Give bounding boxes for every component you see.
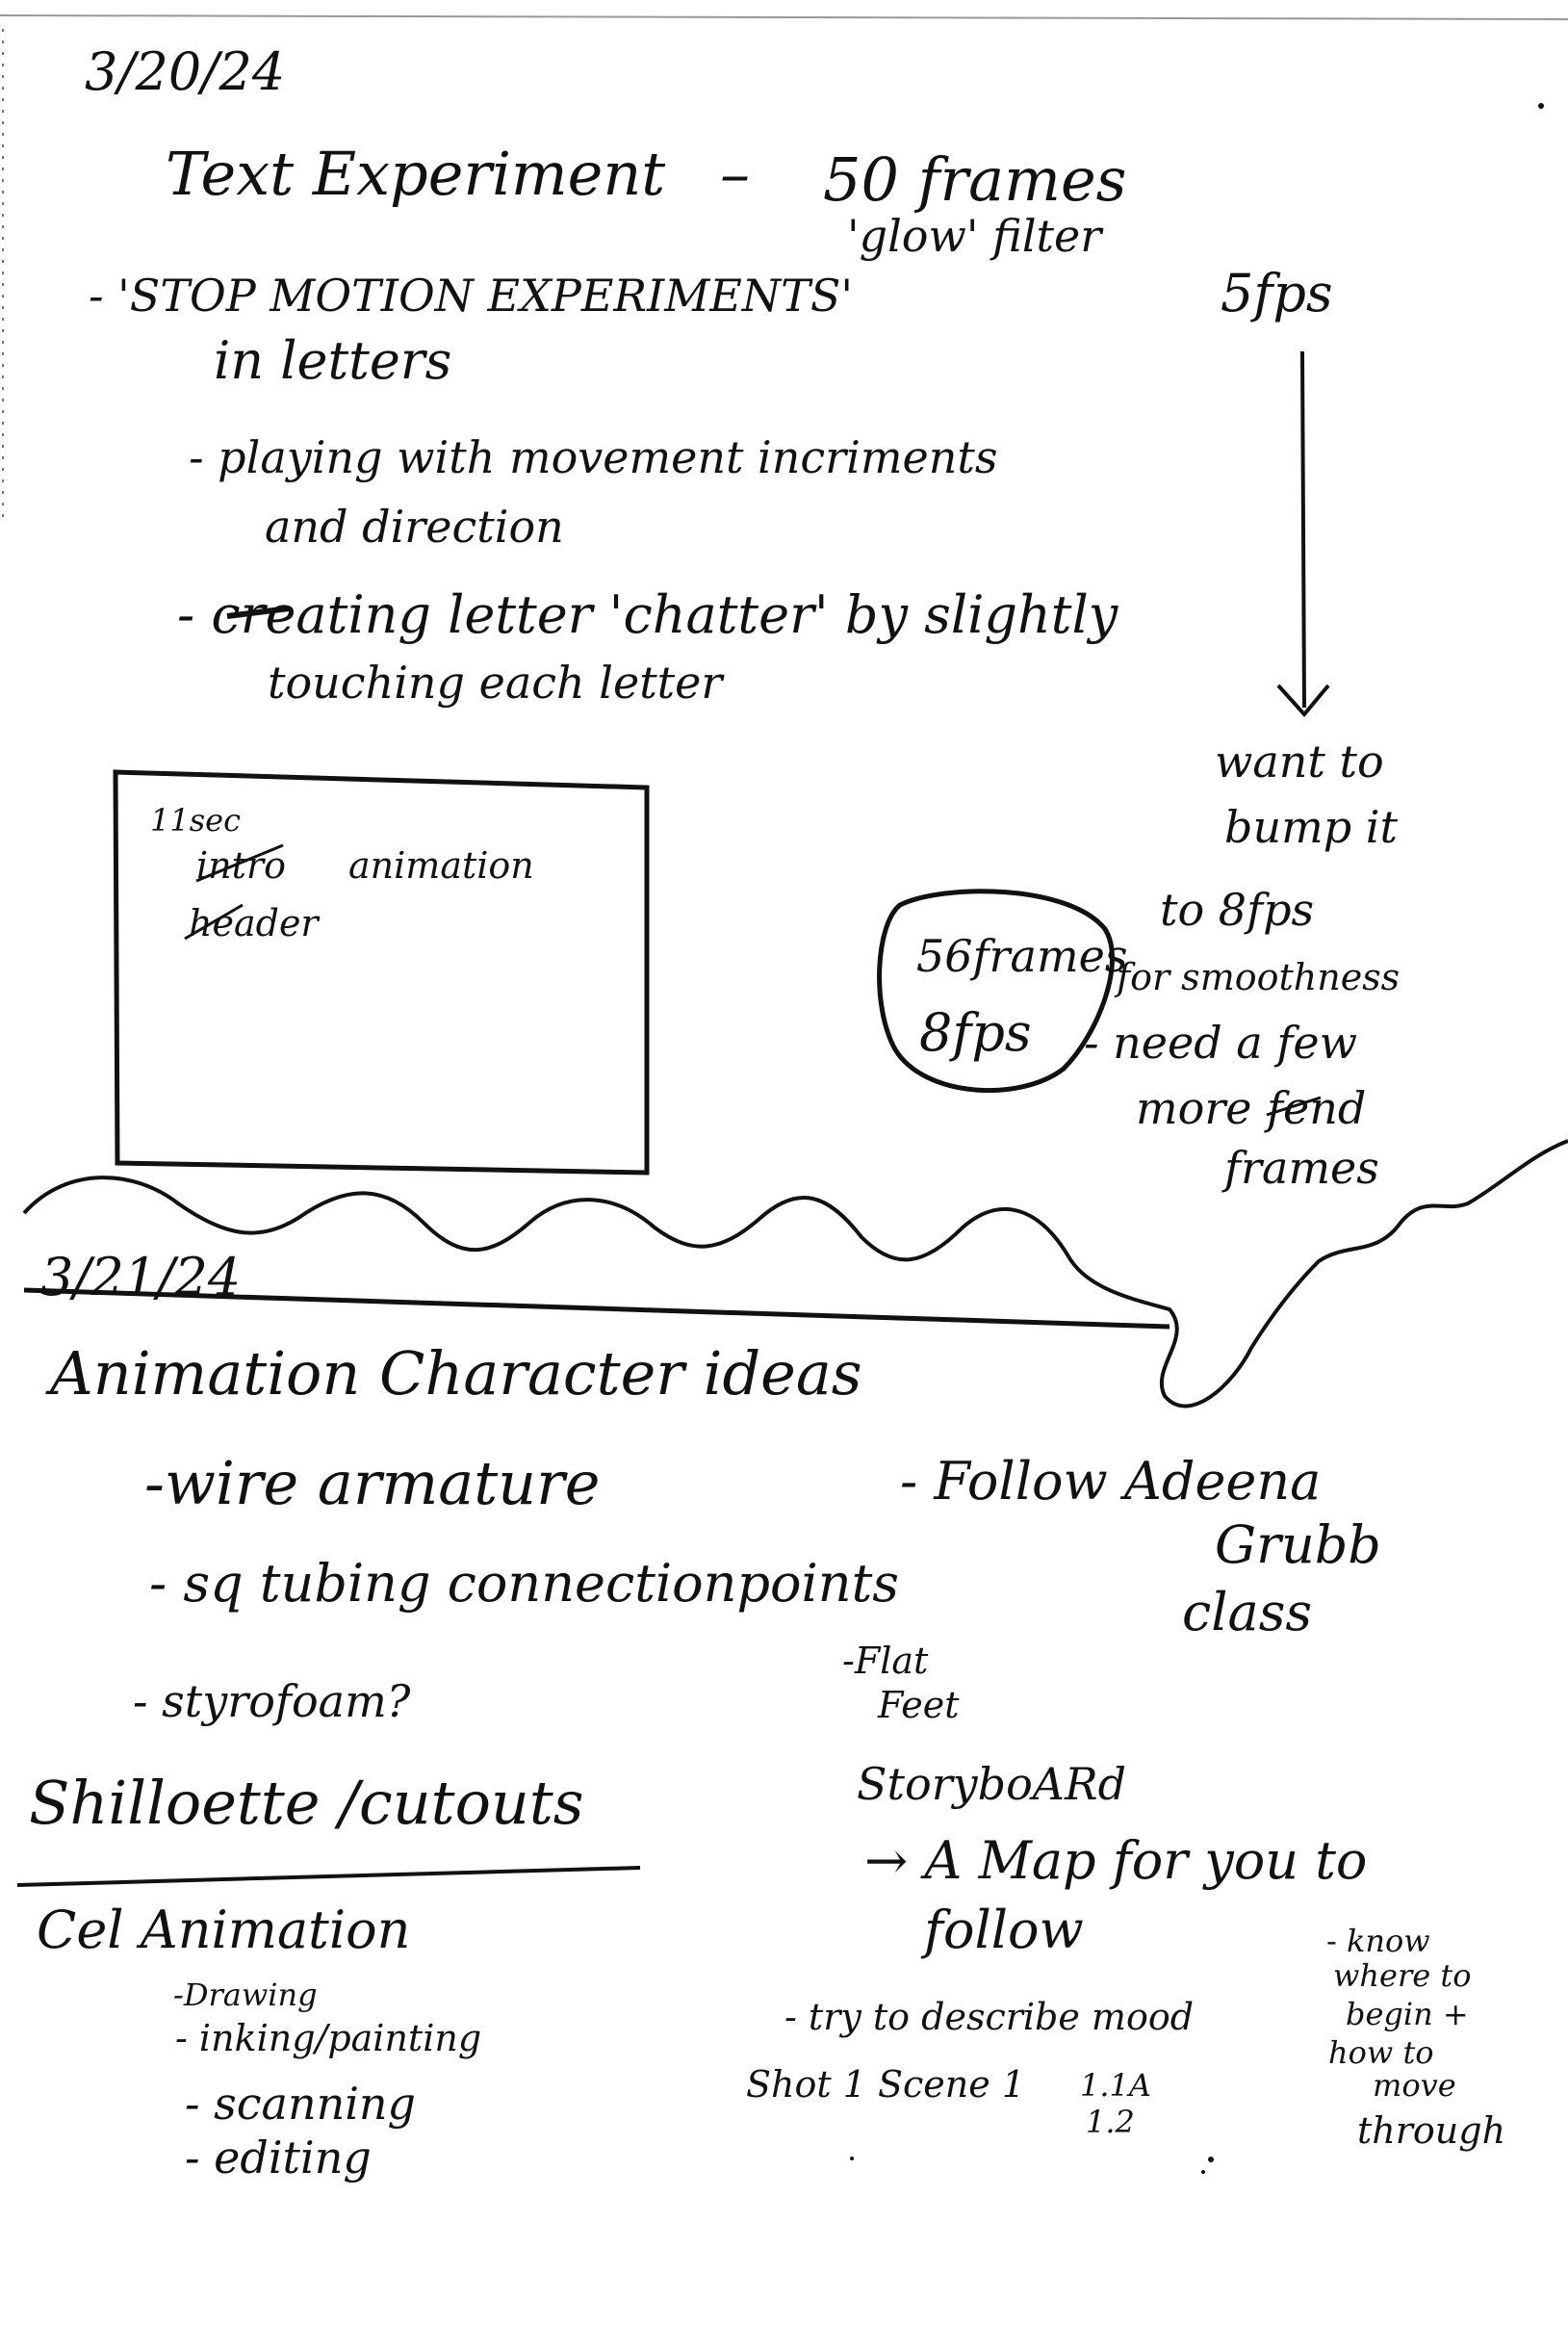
flat-line-1: -Flat: [842, 1640, 929, 1682]
follow-line-3: class: [1182, 1582, 1313, 1642]
bullet-stop-motion: - 'STOP MOTION EXPERIMENTS': [89, 270, 853, 322]
box-struck-header: header: [189, 902, 319, 944]
arrow-head: [1276, 684, 1330, 718]
follow-line-2: Grubb: [1215, 1514, 1381, 1575]
silhouette-heading: Shilloette /cutouts: [29, 1768, 584, 1838]
want-line-3: to 8fps: [1160, 884, 1315, 936]
cel-item-scanning: - scanning: [185, 2078, 416, 2130]
bullet-creating-cont: touching each letter: [268, 657, 723, 709]
strike-intro: [195, 843, 284, 883]
speck: [850, 2157, 854, 2160]
top-rule-line: [0, 14, 1568, 20]
flat-line-2: Feet: [878, 1684, 960, 1726]
cel-animation-heading: Cel Animation: [37, 1900, 411, 1960]
strike-fend: [1266, 1096, 1322, 1117]
animation-box: [113, 769, 650, 1176]
heading-character-ideas: Animation Character ideas: [50, 1338, 862, 1409]
want-line-2: bump it: [1224, 801, 1398, 853]
idea-styrofoam: - styrofoam?: [133, 1675, 411, 1727]
circled-fps: 8fps: [919, 1002, 1032, 1063]
filter-note: 'glow' filter: [847, 210, 1102, 262]
strike-header: [184, 903, 244, 941]
speck: [1208, 2157, 1214, 2162]
need-line-2: more: [1136, 1082, 1252, 1134]
shot-number-2: 1.2: [1086, 2104, 1135, 2140]
date-3-21: 3/21/24: [40, 1247, 242, 1307]
know-line-5: move: [1373, 2067, 1456, 2104]
bullet-playing: - playing with movement incriments: [189, 431, 998, 483]
storyboard-heading: StoryboARd: [857, 1758, 1127, 1810]
bullet-playing-cont: and direction: [265, 501, 564, 553]
bullet-stop-motion-cont: in letters: [214, 330, 452, 391]
need-line-1: - need a few: [1084, 1017, 1357, 1069]
shot-number-1: 1.1A: [1080, 2067, 1151, 2104]
know-line-4: how to: [1328, 2034, 1434, 2071]
speck: [1201, 2170, 1205, 2174]
know-line-2: where to: [1333, 1957, 1472, 1994]
shot-scene: Shot 1 Scene 1: [746, 2063, 1026, 2106]
heading-text-experiment: Text Experiment: [166, 139, 666, 209]
date-divider-line: [23, 1287, 1170, 1330]
want-line-4: for smoothness: [1117, 956, 1401, 998]
know-line-3: begin +: [1346, 1996, 1469, 2032]
box-duration: 11sec: [150, 802, 241, 839]
silhouette-underline: [16, 1866, 641, 1887]
wavy-divider: [22, 1139, 1568, 1409]
need-struck-word: fend: [1267, 1082, 1367, 1134]
map-line-1: → A Map for you to: [864, 1830, 1368, 1891]
fps-note: 5fps: [1221, 263, 1333, 323]
need-line-3: frames: [1224, 1142, 1379, 1194]
know-line-1: - know: [1326, 1923, 1430, 1959]
strike-creating-prefix: [226, 606, 290, 619]
date-3-20: 3/20/24: [85, 41, 286, 102]
mood-note: - try to describe mood: [784, 1996, 1195, 2038]
cel-item-editing: - editing: [185, 2132, 372, 2184]
box-animation: animation: [348, 844, 534, 887]
arrow-line: [1300, 350, 1306, 709]
want-line-1: want to: [1215, 736, 1384, 788]
speck: [1538, 103, 1544, 109]
circled-frames: 56frames: [916, 930, 1128, 982]
follow-line-1: - Follow Adeena: [900, 1451, 1322, 1512]
cel-item-drawing: -Drawing: [173, 1977, 318, 2013]
heading-dash: –: [720, 139, 750, 209]
cel-item-inking: - inking/painting: [175, 2017, 482, 2059]
know-line-6: through: [1357, 2109, 1506, 2152]
box-struck-intro: intro: [196, 844, 286, 887]
idea-sq-tubing: - sq tubing connectionpoints: [149, 1553, 899, 1614]
frames-note: 50 frames: [823, 144, 1127, 215]
bullet-creating: - creating letter 'chatter' by slightly: [177, 584, 1118, 645]
map-line-2: follow: [924, 1900, 1084, 1960]
circle-outline: [877, 889, 1115, 1093]
idea-wire-armature: -wire armature: [144, 1448, 601, 1518]
